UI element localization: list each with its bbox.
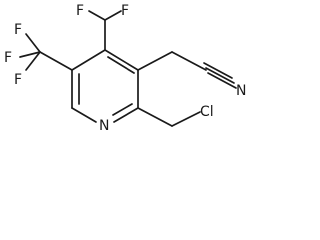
bond-ring-top <box>104 49 139 71</box>
atom-cl: Cl <box>200 104 214 120</box>
bond-ring-to-ch2cl <box>137 107 173 127</box>
bond-cf3-f-bottom <box>25 51 41 71</box>
bond-ring-bottom-right-inner <box>112 103 133 116</box>
bond-chf2-f-right <box>104 10 122 21</box>
atom-n-nitrile: N <box>236 83 246 99</box>
bond-ring-top-left <box>71 49 106 71</box>
bond-cf3-f-mid <box>19 51 41 58</box>
bond-ring-to-cf3 <box>39 51 73 71</box>
bond-cf3-f-top <box>25 33 41 53</box>
bond-ch2-to-cl <box>171 111 201 127</box>
atom-f-left-bottom: F <box>14 72 22 88</box>
atom-n-ring: N <box>99 118 109 134</box>
molecule-canvas: F F F F F N N Cl <box>4 3 246 134</box>
bond-ch2-to-cn <box>171 51 207 71</box>
atom-f-left-top: F <box>14 22 22 38</box>
bond-ring-bottom-right <box>113 107 139 123</box>
bond-ring-bottom-left <box>71 107 97 123</box>
bond-ring-top-inner <box>107 56 135 74</box>
bond-chf2-f-left <box>88 10 106 21</box>
bond-nitrile-3 <box>203 62 233 79</box>
bond-nitrile-1 <box>205 67 235 84</box>
bond-ring-to-ch2 <box>137 51 173 71</box>
atom-f-left-mid: F <box>4 50 12 66</box>
molecule-structure: F F F F F N N Cl <box>4 3 246 134</box>
atom-f-top-left: F <box>76 3 84 19</box>
bond-nitrile-2 <box>207 72 237 89</box>
atom-f-top-right: F <box>121 3 129 19</box>
